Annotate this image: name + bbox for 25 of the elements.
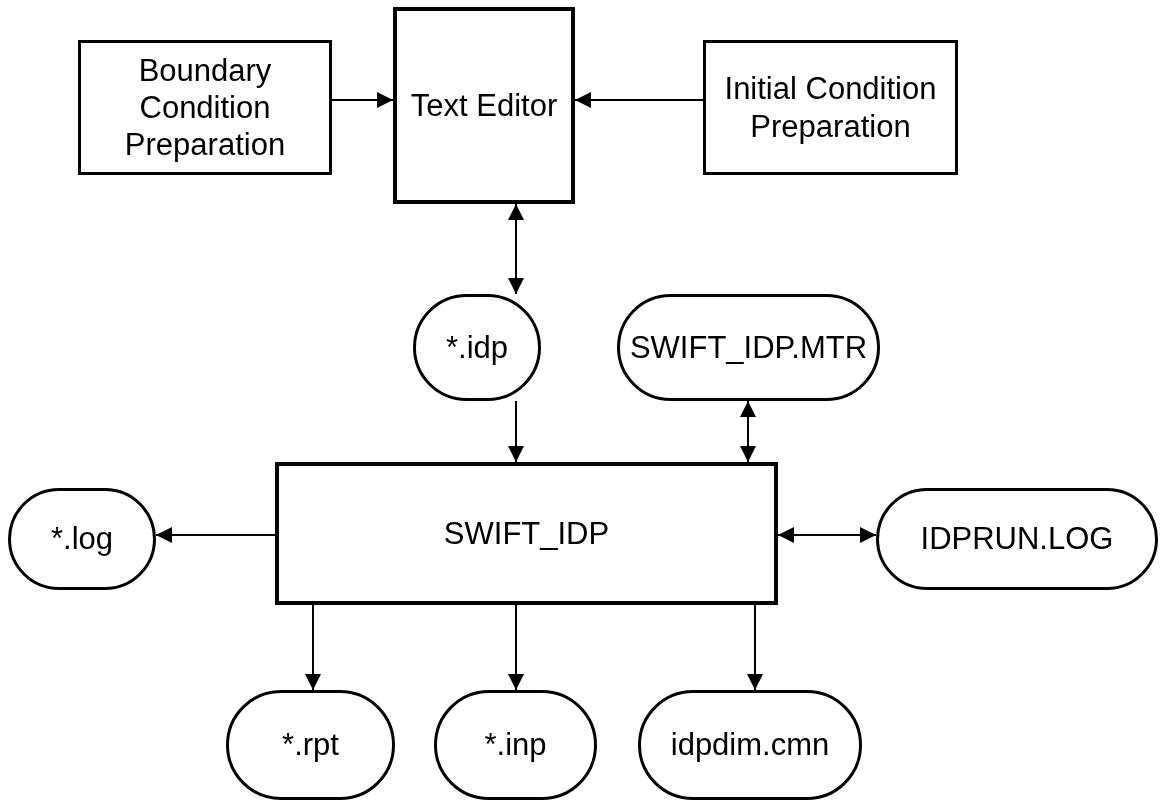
node-label: *.rpt bbox=[282, 726, 339, 764]
node-label: SWIFT_IDP bbox=[443, 514, 610, 553]
node-label: Initial Condition Preparation bbox=[723, 70, 938, 145]
arrow bbox=[747, 604, 763, 691]
node-label: *.log bbox=[50, 520, 113, 558]
node-label: Boundary Condition Preparation bbox=[123, 51, 287, 164]
arrow bbox=[777, 527, 877, 543]
node-label: idpdim.cmn bbox=[670, 726, 830, 764]
node-label: Text Editor bbox=[410, 86, 558, 125]
arrow bbox=[331, 92, 394, 108]
arrow bbox=[574, 92, 704, 108]
arrow bbox=[508, 203, 524, 295]
arrow bbox=[740, 400, 756, 463]
process-box bbox=[393, 7, 575, 204]
arrow bbox=[508, 400, 524, 463]
arrow bbox=[305, 604, 321, 691]
arrow bbox=[155, 527, 276, 543]
node-label: *.idp bbox=[445, 328, 508, 367]
arrow bbox=[508, 604, 524, 691]
node-label: SWIFT_IDP.MTR bbox=[629, 328, 868, 367]
process-box bbox=[78, 40, 332, 175]
process-box bbox=[703, 40, 958, 175]
process-box bbox=[275, 462, 778, 605]
node-label: *.inp bbox=[484, 726, 547, 764]
node-label: IDPRUN.LOG bbox=[920, 520, 1114, 558]
